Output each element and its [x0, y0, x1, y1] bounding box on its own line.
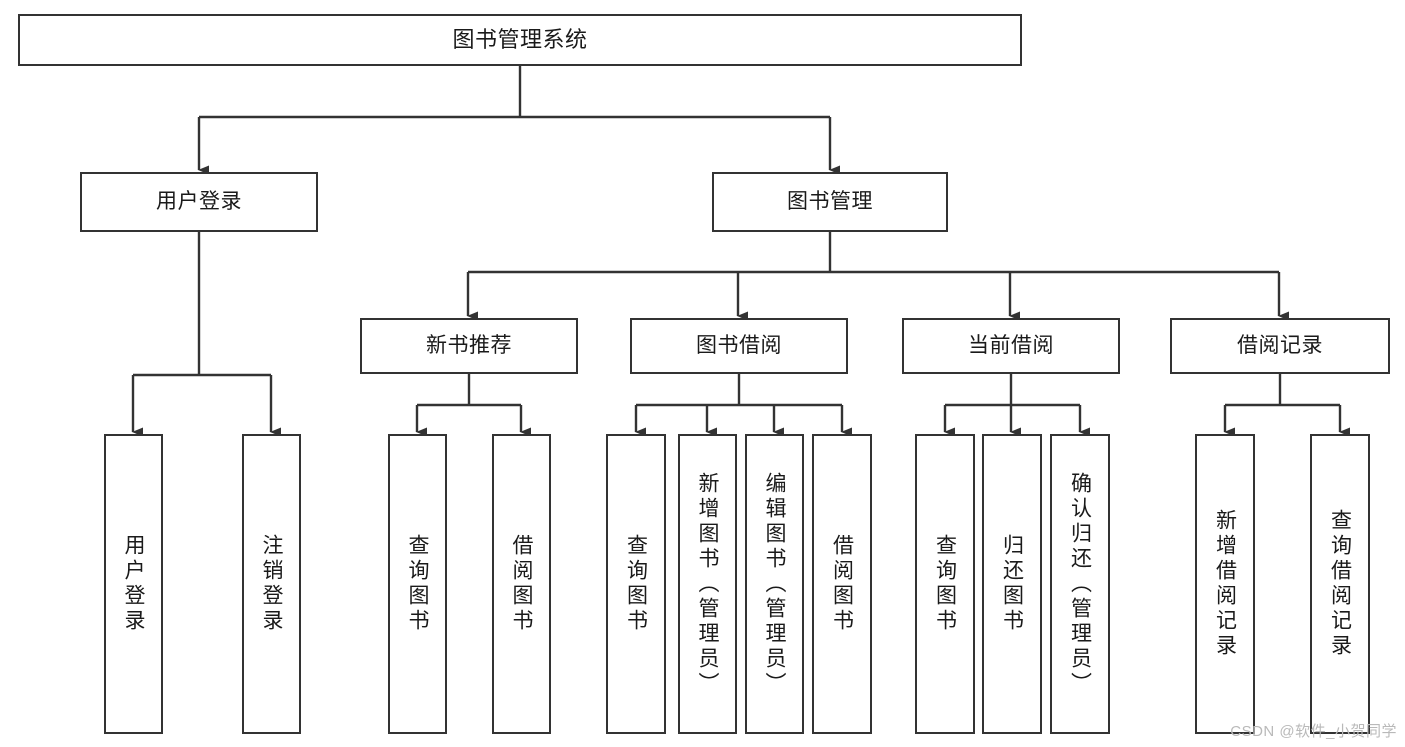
node-book-borrow[interactable]: 图书借阅: [630, 318, 848, 374]
leaf-borrow-record-add-record[interactable]: 新增借阅记录: [1195, 434, 1255, 734]
leaf-borrow-record-query-record[interactable]: 查询借阅记录: [1310, 434, 1370, 734]
node-label: 图书借阅: [696, 333, 782, 357]
node-label: 图书管理: [787, 189, 873, 213]
node-label: 查询图书: [933, 534, 957, 634]
leaf-book-borrow-add-book-admin[interactable]: 新增图书（管理员）: [678, 434, 737, 734]
csdn-watermark: CSDN @软件_小贺同学: [1230, 723, 1397, 740]
node-label: 确认归还（管理员）: [1068, 471, 1092, 697]
leaf-current-borrow-query-book[interactable]: 查询图书: [915, 434, 975, 734]
leaf-new-book-borrow-book[interactable]: 借阅图书: [492, 434, 551, 734]
node-label: 用户登录: [122, 534, 145, 634]
node-label: 注销登录: [260, 534, 283, 634]
node-book-management[interactable]: 图书管理: [712, 172, 948, 232]
node-label: 查询图书: [406, 534, 429, 634]
leaf-new-book-query-book[interactable]: 查询图书: [388, 434, 447, 734]
node-label: 新增图书（管理员）: [696, 471, 719, 697]
leaf-book-borrow-borrow-book[interactable]: 借阅图书: [812, 434, 872, 734]
node-label: 借阅记录: [1237, 333, 1323, 357]
node-user-login[interactable]: 用户登录: [80, 172, 318, 232]
node-label: 新增借阅记录: [1213, 509, 1237, 659]
leaf-book-borrow-edit-book-admin[interactable]: 编辑图书（管理员）: [745, 434, 804, 734]
leaf-logout-login[interactable]: 注销登录: [242, 434, 301, 734]
node-new-book-recommend[interactable]: 新书推荐: [360, 318, 578, 374]
node-label: 编辑图书（管理员）: [763, 471, 786, 697]
leaf-current-borrow-confirm-return-admin[interactable]: 确认归还（管理员）: [1050, 434, 1110, 734]
node-root-book-management-system[interactable]: 图书管理系统: [18, 14, 1022, 66]
node-label: 归还图书: [1000, 534, 1024, 634]
node-label: 借阅图书: [830, 534, 854, 634]
node-label: 图书管理系统: [452, 27, 588, 53]
node-label: 当前借阅: [968, 333, 1054, 357]
node-label: 用户登录: [156, 189, 242, 213]
node-label: 借阅图书: [510, 534, 533, 634]
node-borrow-record[interactable]: 借阅记录: [1170, 318, 1390, 374]
node-label: 查询借阅记录: [1328, 509, 1352, 659]
node-current-borrow[interactable]: 当前借阅: [902, 318, 1120, 374]
node-label: 查询图书: [624, 534, 648, 634]
node-label: 新书推荐: [426, 333, 512, 357]
leaf-user-login[interactable]: 用户登录: [104, 434, 163, 734]
leaf-book-borrow-query-book[interactable]: 查询图书: [606, 434, 666, 734]
leaf-current-borrow-return-book[interactable]: 归还图书: [982, 434, 1042, 734]
